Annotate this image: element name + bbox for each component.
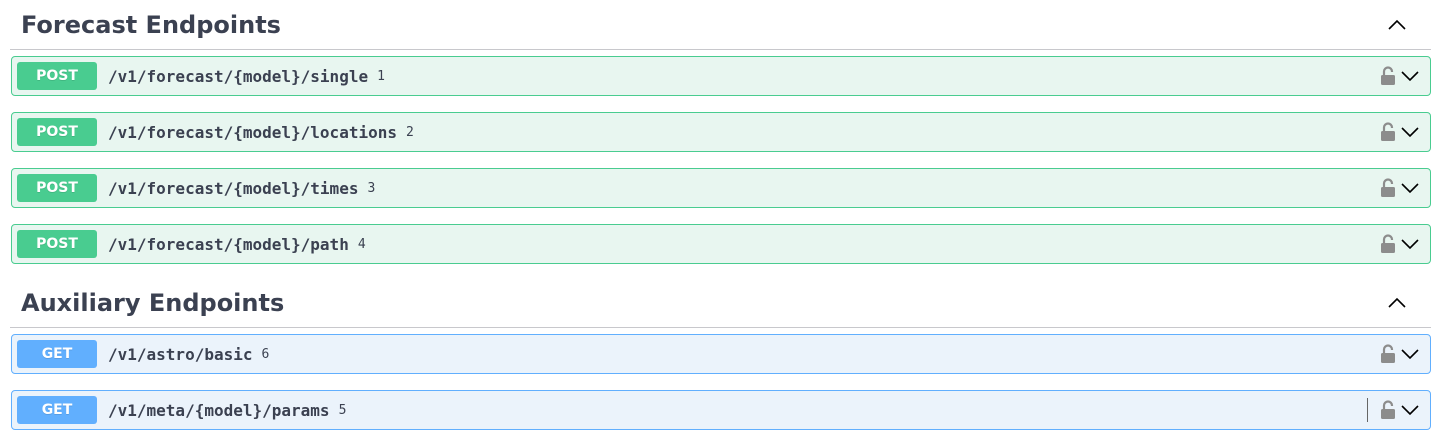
section-auxiliary-endpoints: Auxiliary Endpoints GET /v1/astro/basic …: [0, 278, 1441, 430]
operation-path[interactable]: /v1/meta/{model}/params: [108, 400, 330, 420]
divider: [1367, 398, 1368, 422]
operation-id: 5: [338, 402, 347, 418]
chevron-up-icon[interactable]: [1377, 5, 1417, 45]
operation-path[interactable]: /v1/astro/basic: [108, 344, 253, 364]
unlocked-padlock-icon[interactable]: [1380, 178, 1396, 198]
chevron-down-icon[interactable]: [1400, 238, 1420, 250]
operation-id: 2: [405, 124, 414, 140]
operation-id: 1: [377, 68, 385, 84]
chevron-down-icon[interactable]: [1400, 182, 1420, 194]
operation-row[interactable]: GET /v1/astro/basic 6: [11, 334, 1431, 374]
section-header[interactable]: Auxiliary Endpoints: [10, 278, 1431, 328]
method-badge: GET: [17, 340, 97, 368]
operation-path[interactable]: /v1/forecast/{model}/locations: [108, 122, 397, 142]
method-badge: POST: [17, 62, 97, 90]
operation-id: 3: [367, 180, 376, 196]
operation-row[interactable]: POST /v1/forecast/{model}/times 3: [11, 168, 1431, 208]
unlocked-padlock-icon[interactable]: [1380, 344, 1396, 364]
operation-path[interactable]: /v1/forecast/{model}/path: [108, 234, 349, 254]
operation-row[interactable]: GET /v1/meta/{model}/params 5: [11, 390, 1431, 430]
unlocked-padlock-icon[interactable]: [1380, 400, 1396, 420]
section-title: Forecast Endpoints: [21, 10, 281, 39]
section-title: Auxiliary Endpoints: [21, 288, 285, 317]
chevron-down-icon[interactable]: [1400, 404, 1420, 416]
method-badge: GET: [17, 396, 97, 424]
chevron-up-icon[interactable]: [1377, 283, 1417, 323]
operation-path[interactable]: /v1/forecast/{model}/times: [108, 178, 359, 198]
method-badge: POST: [17, 118, 97, 146]
operation-path[interactable]: /v1/forecast/{model}/single: [108, 66, 369, 86]
chevron-down-icon[interactable]: [1400, 348, 1420, 360]
section-header[interactable]: Forecast Endpoints: [10, 0, 1431, 50]
unlocked-padlock-icon[interactable]: [1380, 122, 1396, 142]
operation-id: 4: [357, 236, 366, 252]
chevron-down-icon[interactable]: [1400, 70, 1420, 82]
chevron-down-icon[interactable]: [1400, 126, 1420, 138]
operation-id: 6: [261, 346, 270, 362]
unlocked-padlock-icon[interactable]: [1380, 234, 1396, 254]
operation-row[interactable]: POST /v1/forecast/{model}/locations 2: [11, 112, 1431, 152]
method-badge: POST: [17, 230, 97, 258]
operation-row[interactable]: POST /v1/forecast/{model}/single 1: [11, 56, 1431, 96]
unlocked-padlock-icon[interactable]: [1380, 66, 1396, 86]
section-forecast-endpoints: Forecast Endpoints POST /v1/forecast/{mo…: [10, 0, 1431, 264]
operation-row[interactable]: POST /v1/forecast/{model}/path 4: [11, 224, 1431, 264]
method-badge: POST: [17, 174, 97, 202]
